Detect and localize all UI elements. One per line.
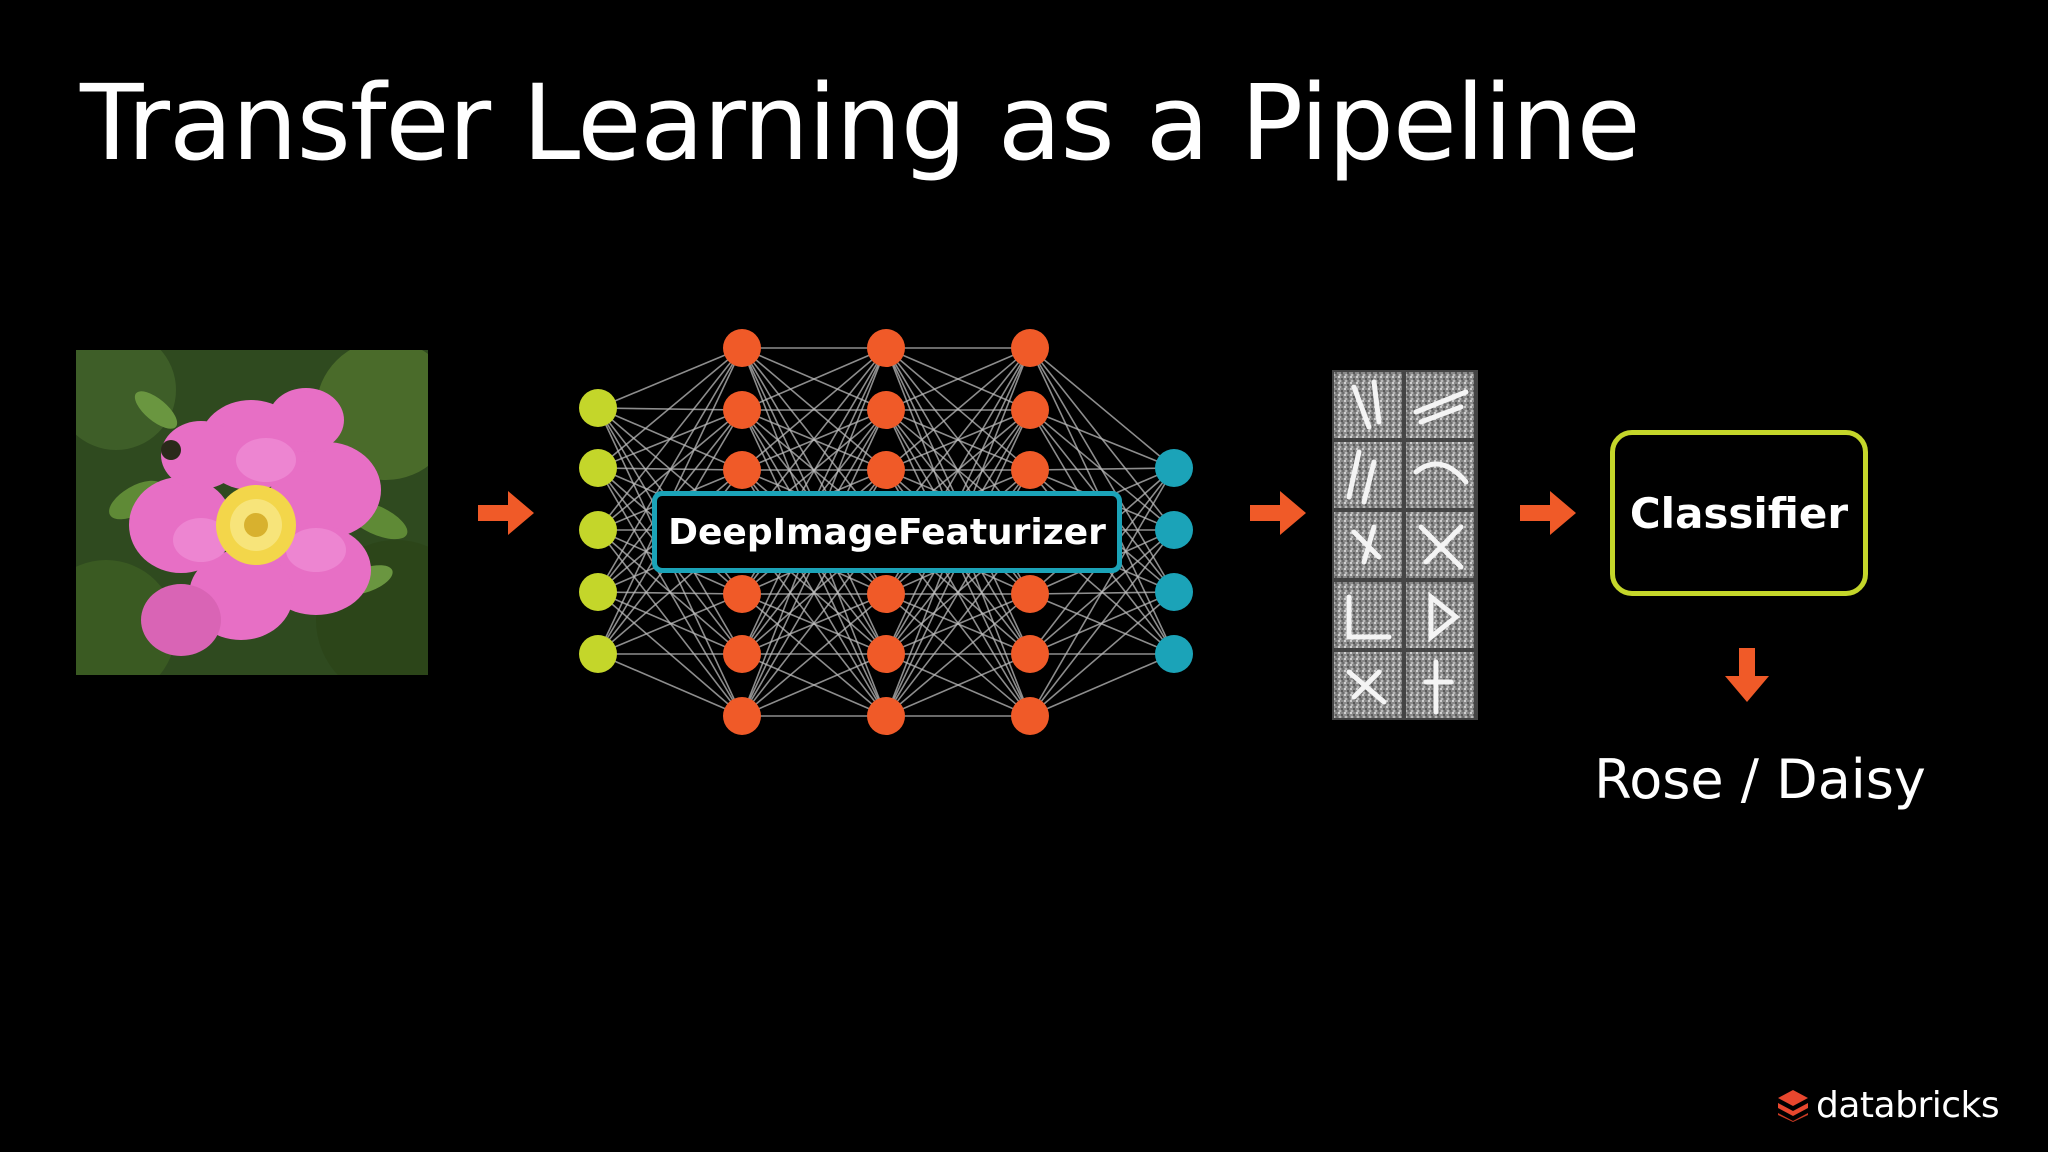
network-edge (1029, 467, 1175, 717)
slide-title: Transfer Learning as a Pipeline (80, 62, 1641, 184)
network-edge (885, 347, 1031, 471)
network-edge (597, 347, 743, 531)
feature-map-tile (1334, 442, 1402, 508)
hidden-node (867, 451, 905, 489)
arrow-right-icon (478, 491, 534, 539)
network-edge (885, 347, 1031, 411)
hidden-node (1011, 451, 1049, 489)
hidden-node (867, 697, 905, 735)
input-node (579, 635, 617, 673)
hidden-node (723, 451, 761, 489)
input-flower-image (76, 350, 428, 675)
feature-map-pattern (1346, 669, 1387, 705)
network-edge (885, 593, 1031, 717)
network-edge (741, 653, 887, 717)
arrow-right-icon (1250, 491, 1306, 539)
input-node (579, 511, 617, 549)
network-edge (597, 593, 743, 655)
classifier-label: Classifier (1610, 430, 1868, 596)
network-edge (1029, 467, 1175, 471)
databricks-logo: databricks (1776, 1082, 2000, 1128)
feature-maps-image (1332, 370, 1478, 720)
feature-map-pattern (1418, 524, 1464, 570)
network-edge (597, 653, 743, 717)
feature-map-pattern (1423, 659, 1454, 715)
hidden-node (723, 391, 761, 429)
arrow-right-icon (1520, 491, 1576, 539)
hidden-node (1011, 697, 1049, 735)
output-label: Rose / Daisy (1594, 748, 1926, 811)
input-node (579, 389, 617, 427)
network-edge (597, 347, 743, 593)
deep-image-featurizer-label: DeepImageFeaturizer (652, 491, 1122, 573)
feature-map-tile (1406, 652, 1474, 718)
output-node (1155, 635, 1193, 673)
feature-map-pattern (1351, 524, 1382, 565)
hidden-node (723, 697, 761, 735)
hidden-node (867, 635, 905, 673)
feature-map-pattern (1413, 389, 1469, 425)
feature-map-pattern (1346, 594, 1392, 640)
hidden-node (1011, 575, 1049, 613)
feature-map-tile (1406, 582, 1474, 648)
feature-map-tile (1406, 442, 1474, 508)
input-node (579, 449, 617, 487)
arrow-down-icon (1725, 648, 1769, 706)
network-edge (1029, 591, 1175, 717)
hidden-node (1011, 391, 1049, 429)
network-edge (741, 593, 887, 717)
hidden-node (867, 575, 905, 613)
logo-wordmark: databricks (1816, 1084, 2000, 1126)
input-node (579, 573, 617, 611)
network-edge (1029, 347, 1175, 469)
network-edge (741, 347, 887, 411)
output-node (1155, 449, 1193, 487)
feature-map-pattern (1413, 461, 1469, 485)
feature-map-pattern (1346, 449, 1377, 505)
hidden-node (867, 329, 905, 367)
hidden-node (723, 635, 761, 673)
hidden-node (723, 575, 761, 613)
feature-map-pattern (1351, 379, 1382, 430)
output-node (1155, 573, 1193, 611)
hidden-node (867, 391, 905, 429)
network-edge (1029, 653, 1175, 717)
network-edge (597, 347, 743, 409)
network-edge (741, 347, 887, 471)
feature-map-pattern (1428, 591, 1461, 643)
network-edge (597, 347, 743, 469)
hidden-node (723, 329, 761, 367)
network-edge (1029, 529, 1175, 717)
databricks-mark-icon (1778, 1090, 1808, 1122)
hidden-node (1011, 635, 1049, 673)
network-edge (885, 653, 1031, 717)
network-edge (1029, 409, 1175, 469)
hidden-node (1011, 329, 1049, 367)
output-node (1155, 511, 1193, 549)
